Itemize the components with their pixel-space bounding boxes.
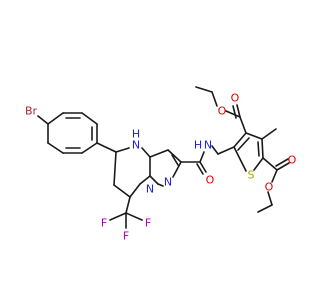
thiophene-sulfur-label: S xyxy=(248,169,255,182)
upper-ester-carbonyl-oxygen-label: O xyxy=(231,92,240,105)
fluorine-atom-1-label: F xyxy=(101,217,107,230)
pyrazole-nitrogen-2-label: N xyxy=(164,176,172,189)
bromine-atom-label: Br xyxy=(25,105,38,118)
atom-labels: Br N H N N O N H S O O O O F F F xyxy=(25,92,297,243)
amide-oxygen-label: O xyxy=(206,174,215,187)
pyrazole-nitrogen-1-label: N xyxy=(146,183,154,196)
upper-ester-ether-oxygen-label: O xyxy=(218,105,227,118)
ring-nh-hydrogen-label: H xyxy=(132,128,140,141)
lower-ester-ether-oxygen-label: O xyxy=(265,181,274,194)
ring-nitrogen-label: N xyxy=(132,139,140,152)
molecule-diagram: Br N H N N O N H S O O O O F F F xyxy=(25,86,297,243)
structure-canvas: Br N H N N O N H S O O O O F F F xyxy=(25,86,297,243)
amide-hydrogen-label: H xyxy=(194,139,202,152)
lower-ester-carbonyl-oxygen-label: O xyxy=(288,154,297,167)
amide-nitrogen-label: N xyxy=(204,139,212,152)
fluorine-atom-3-label: F xyxy=(123,230,129,243)
bonds xyxy=(37,86,290,229)
fluorine-atom-2-label: F xyxy=(145,217,151,230)
